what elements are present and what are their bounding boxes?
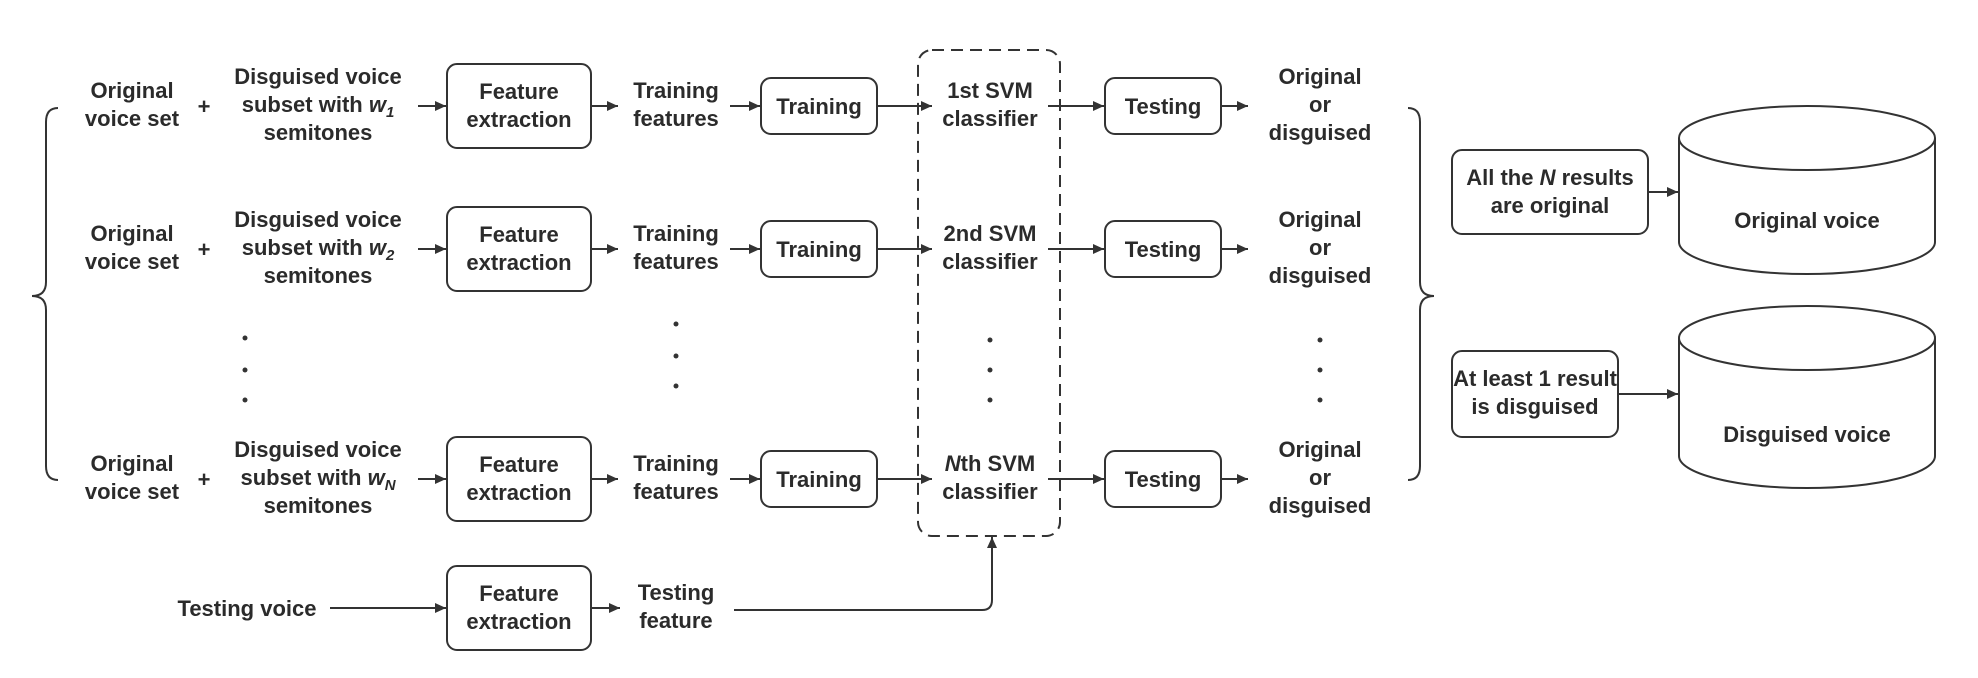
feature-extraction-box bbox=[446, 63, 592, 149]
training-label: Training bbox=[776, 237, 862, 262]
disguised-voice-label: Disguised voice bbox=[1723, 422, 1891, 447]
plus-sign: + bbox=[198, 467, 211, 492]
ellipsis-dots bbox=[242, 321, 1323, 403]
plus-sign: + bbox=[198, 94, 211, 119]
feature-extraction-box bbox=[446, 565, 592, 651]
arrow-to-classifiers bbox=[734, 537, 997, 611]
left-brace bbox=[31, 107, 59, 481]
feature-extraction-box bbox=[446, 436, 592, 522]
training-label: Training bbox=[776, 94, 862, 119]
testing-label: Testing bbox=[1125, 467, 1202, 492]
testing-label: Testing bbox=[1125, 237, 1202, 262]
feature-extraction-box bbox=[446, 206, 592, 292]
disguised-voice-database bbox=[1677, 305, 1936, 489]
all-original-rule-box bbox=[1451, 149, 1649, 235]
training-label: Training bbox=[776, 467, 862, 492]
svm-classifier-group bbox=[917, 49, 1061, 537]
original-voice-database bbox=[1677, 105, 1936, 275]
right-brace bbox=[1407, 107, 1435, 481]
plus-sign: + bbox=[198, 237, 211, 262]
testing-label: Testing bbox=[1125, 94, 1202, 119]
testing-voice-label: Testing voice bbox=[178, 596, 317, 621]
original-voice-label: Original voice bbox=[1734, 208, 1880, 233]
